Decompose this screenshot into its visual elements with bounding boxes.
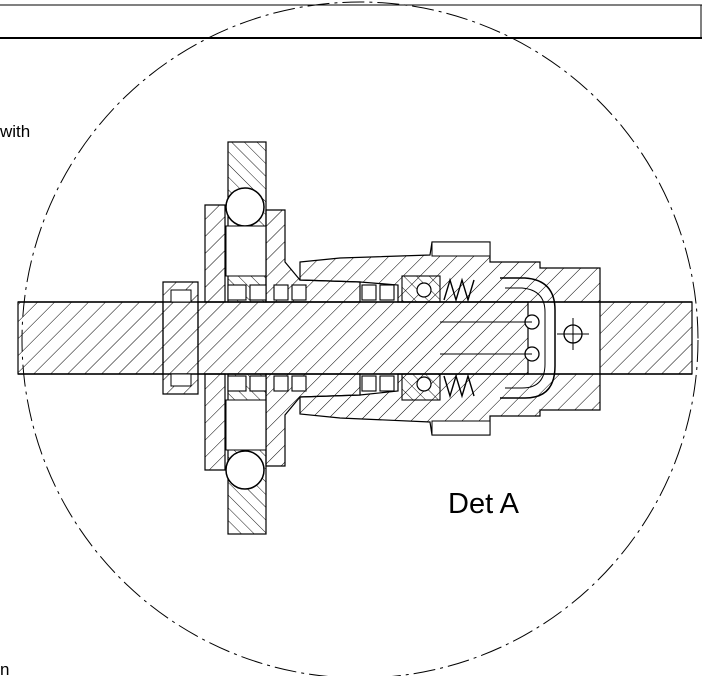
header-rule — [0, 4, 702, 39]
bearing-housing — [299, 241, 601, 436]
end-fitting — [557, 318, 589, 350]
sprocket — [225, 141, 267, 535]
bottom-text-fragment: n — [0, 660, 10, 679]
detail-label: Det A — [448, 488, 519, 520]
left-collar — [162, 281, 199, 395]
ball-bearings — [401, 275, 441, 401]
needle-bearings — [227, 284, 395, 392]
coupling-cup — [440, 277, 556, 399]
shaft — [17, 301, 693, 375]
springs — [443, 277, 475, 399]
hub-flange — [204, 204, 361, 471]
left-text-fragment: with — [0, 122, 31, 141]
